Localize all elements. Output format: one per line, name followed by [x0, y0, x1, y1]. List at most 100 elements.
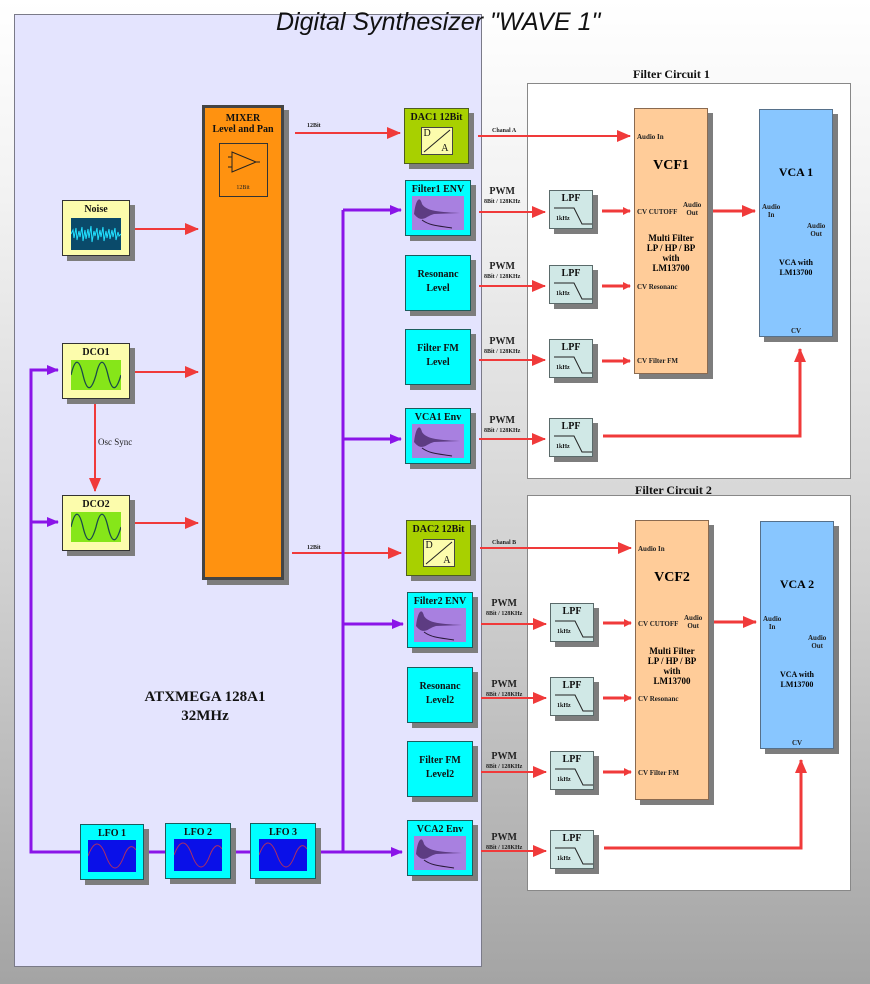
- dac2-label: DAC2 12Bit: [412, 524, 465, 535]
- filter-circuit-1-title: Filter Circuit 1: [633, 67, 710, 81]
- dac1-label: DAC1 12Bit: [410, 112, 463, 123]
- lowpass-response-icon: [554, 435, 592, 453]
- lowpass-response-icon: [554, 282, 592, 300]
- osc-sync-label: Osc Sync: [98, 437, 133, 447]
- lowpass-response-icon: [554, 207, 592, 225]
- lowpass-response-icon: [554, 356, 592, 374]
- filter1-env-block[interactable]: Filter1 ENV: [405, 180, 471, 236]
- dco1-block[interactable]: DCO1: [62, 343, 130, 399]
- vca1-env-block[interactable]: VCA1 Env: [405, 408, 471, 464]
- lpf-cutoff: 1kHz: [557, 629, 571, 635]
- vcf1-name: VCF1: [653, 158, 689, 173]
- lpf-block[interactable]: LPF 1kHz: [550, 677, 594, 716]
- dco2-block[interactable]: DCO2: [62, 495, 130, 551]
- vca1-env-label: VCA1 Env: [414, 412, 462, 423]
- lfo-sine-icon: [173, 839, 223, 871]
- lpf-label: LPF: [561, 268, 581, 279]
- envelope-icon: [412, 196, 464, 230]
- resonance-level2-label-2: Level2: [425, 695, 455, 706]
- vca2-cv: CV: [791, 739, 803, 747]
- filter2-env-block[interactable]: Filter2 ENV: [407, 592, 473, 648]
- sine-wave-icon: [70, 512, 122, 542]
- sine-wave-icon: [70, 360, 122, 390]
- dac2-block[interactable]: DAC2 12Bit D A: [406, 520, 471, 576]
- diagram-title: Digital Synthesizer "WAVE 1": [276, 8, 601, 36]
- vca2-env-label: VCA2 Env: [416, 824, 464, 835]
- lpf-cutoff: 1kHz: [556, 216, 570, 222]
- amplifier-symbol: 12Bit: [218, 143, 268, 197]
- noise-block[interactable]: Noise: [62, 200, 130, 256]
- filter-fm-level2-block[interactable]: Filter FM Level2: [407, 741, 473, 797]
- vcf2-cv-cutoff: CV CUTOFF: [638, 620, 679, 628]
- envelope-icon: [414, 836, 466, 870]
- dco1-label: DCO1: [82, 347, 110, 358]
- mixer-out-a-label: 12Bit: [307, 123, 321, 129]
- vca2-block[interactable]: [760, 521, 834, 749]
- lowpass-response-icon: [555, 620, 593, 638]
- vcf2-name: VCF2: [654, 570, 690, 585]
- filter-fm-level-block[interactable]: Filter FM Level: [405, 329, 471, 385]
- vcf2-cv-filter-fm: CV Filter FM: [638, 769, 679, 777]
- filter-circuit-2-title: Filter Circuit 2: [635, 483, 712, 497]
- noise-label: Noise: [84, 204, 108, 215]
- lpf-cutoff: 1kHz: [557, 703, 571, 709]
- vca1-cv: CV: [790, 327, 802, 335]
- channel-b-label: Chanal B: [492, 540, 517, 546]
- lfo2-block[interactable]: LFO 2: [165, 823, 231, 879]
- lpf-cutoff: 1kHz: [556, 365, 570, 371]
- filter-fm-level-label-2: Level: [426, 357, 450, 368]
- dac-a-glyph: A: [441, 143, 449, 154]
- vcf1-cv-filter-fm: CV Filter FM: [637, 357, 678, 365]
- lfo-sine-icon: [87, 840, 137, 872]
- resonance-level2-block[interactable]: Resonanc Level2: [407, 667, 473, 723]
- dac1-block[interactable]: DAC1 12Bit D A: [404, 108, 469, 164]
- lfo1-block[interactable]: LFO 1: [80, 824, 144, 880]
- resonance-level-block[interactable]: Resonanc Level: [405, 255, 471, 311]
- vcf1-block[interactable]: [634, 108, 708, 374]
- lowpass-response-icon: [555, 694, 593, 712]
- dac-d-glyph: D: [425, 540, 433, 551]
- mixer-subtitle: Level and Pan: [212, 124, 274, 135]
- noise-waveform-icon: [70, 218, 122, 250]
- lpf-block[interactable]: LPF 1kHz: [549, 190, 593, 229]
- lfo1-label: LFO 1: [97, 828, 127, 839]
- lfo3-block[interactable]: LFO 3: [250, 823, 316, 879]
- lfo-sine-icon: [258, 839, 308, 871]
- lpf-label: LPF: [561, 193, 581, 204]
- vcf2-audio-in: Audio In: [638, 545, 665, 553]
- vca1-block[interactable]: [759, 109, 833, 337]
- amplifier-icon: [227, 151, 260, 173]
- filter2-env-label: Filter2 ENV: [413, 596, 467, 607]
- vcf2-cv-resonance: CV Resonanc: [638, 695, 679, 703]
- vcf1-cv-cutoff: CV CUTOFF: [637, 208, 678, 216]
- envelope-icon: [412, 424, 464, 458]
- mcu-name: ATXMEGA 128A1: [144, 689, 266, 705]
- lpf-label: LPF: [562, 680, 582, 691]
- vca2-env-block[interactable]: VCA2 Env: [407, 820, 473, 876]
- resonance-level-label-1: Resonanc: [417, 269, 459, 280]
- vca2-name: VCA 2: [779, 577, 815, 591]
- dac-d-glyph: D: [423, 128, 431, 139]
- lpf-cutoff: 1kHz: [556, 444, 570, 450]
- mixer-block[interactable]: MIXER Level and Pan 12Bit: [202, 105, 284, 580]
- mixer-out-b-label: 12Bit: [307, 545, 321, 551]
